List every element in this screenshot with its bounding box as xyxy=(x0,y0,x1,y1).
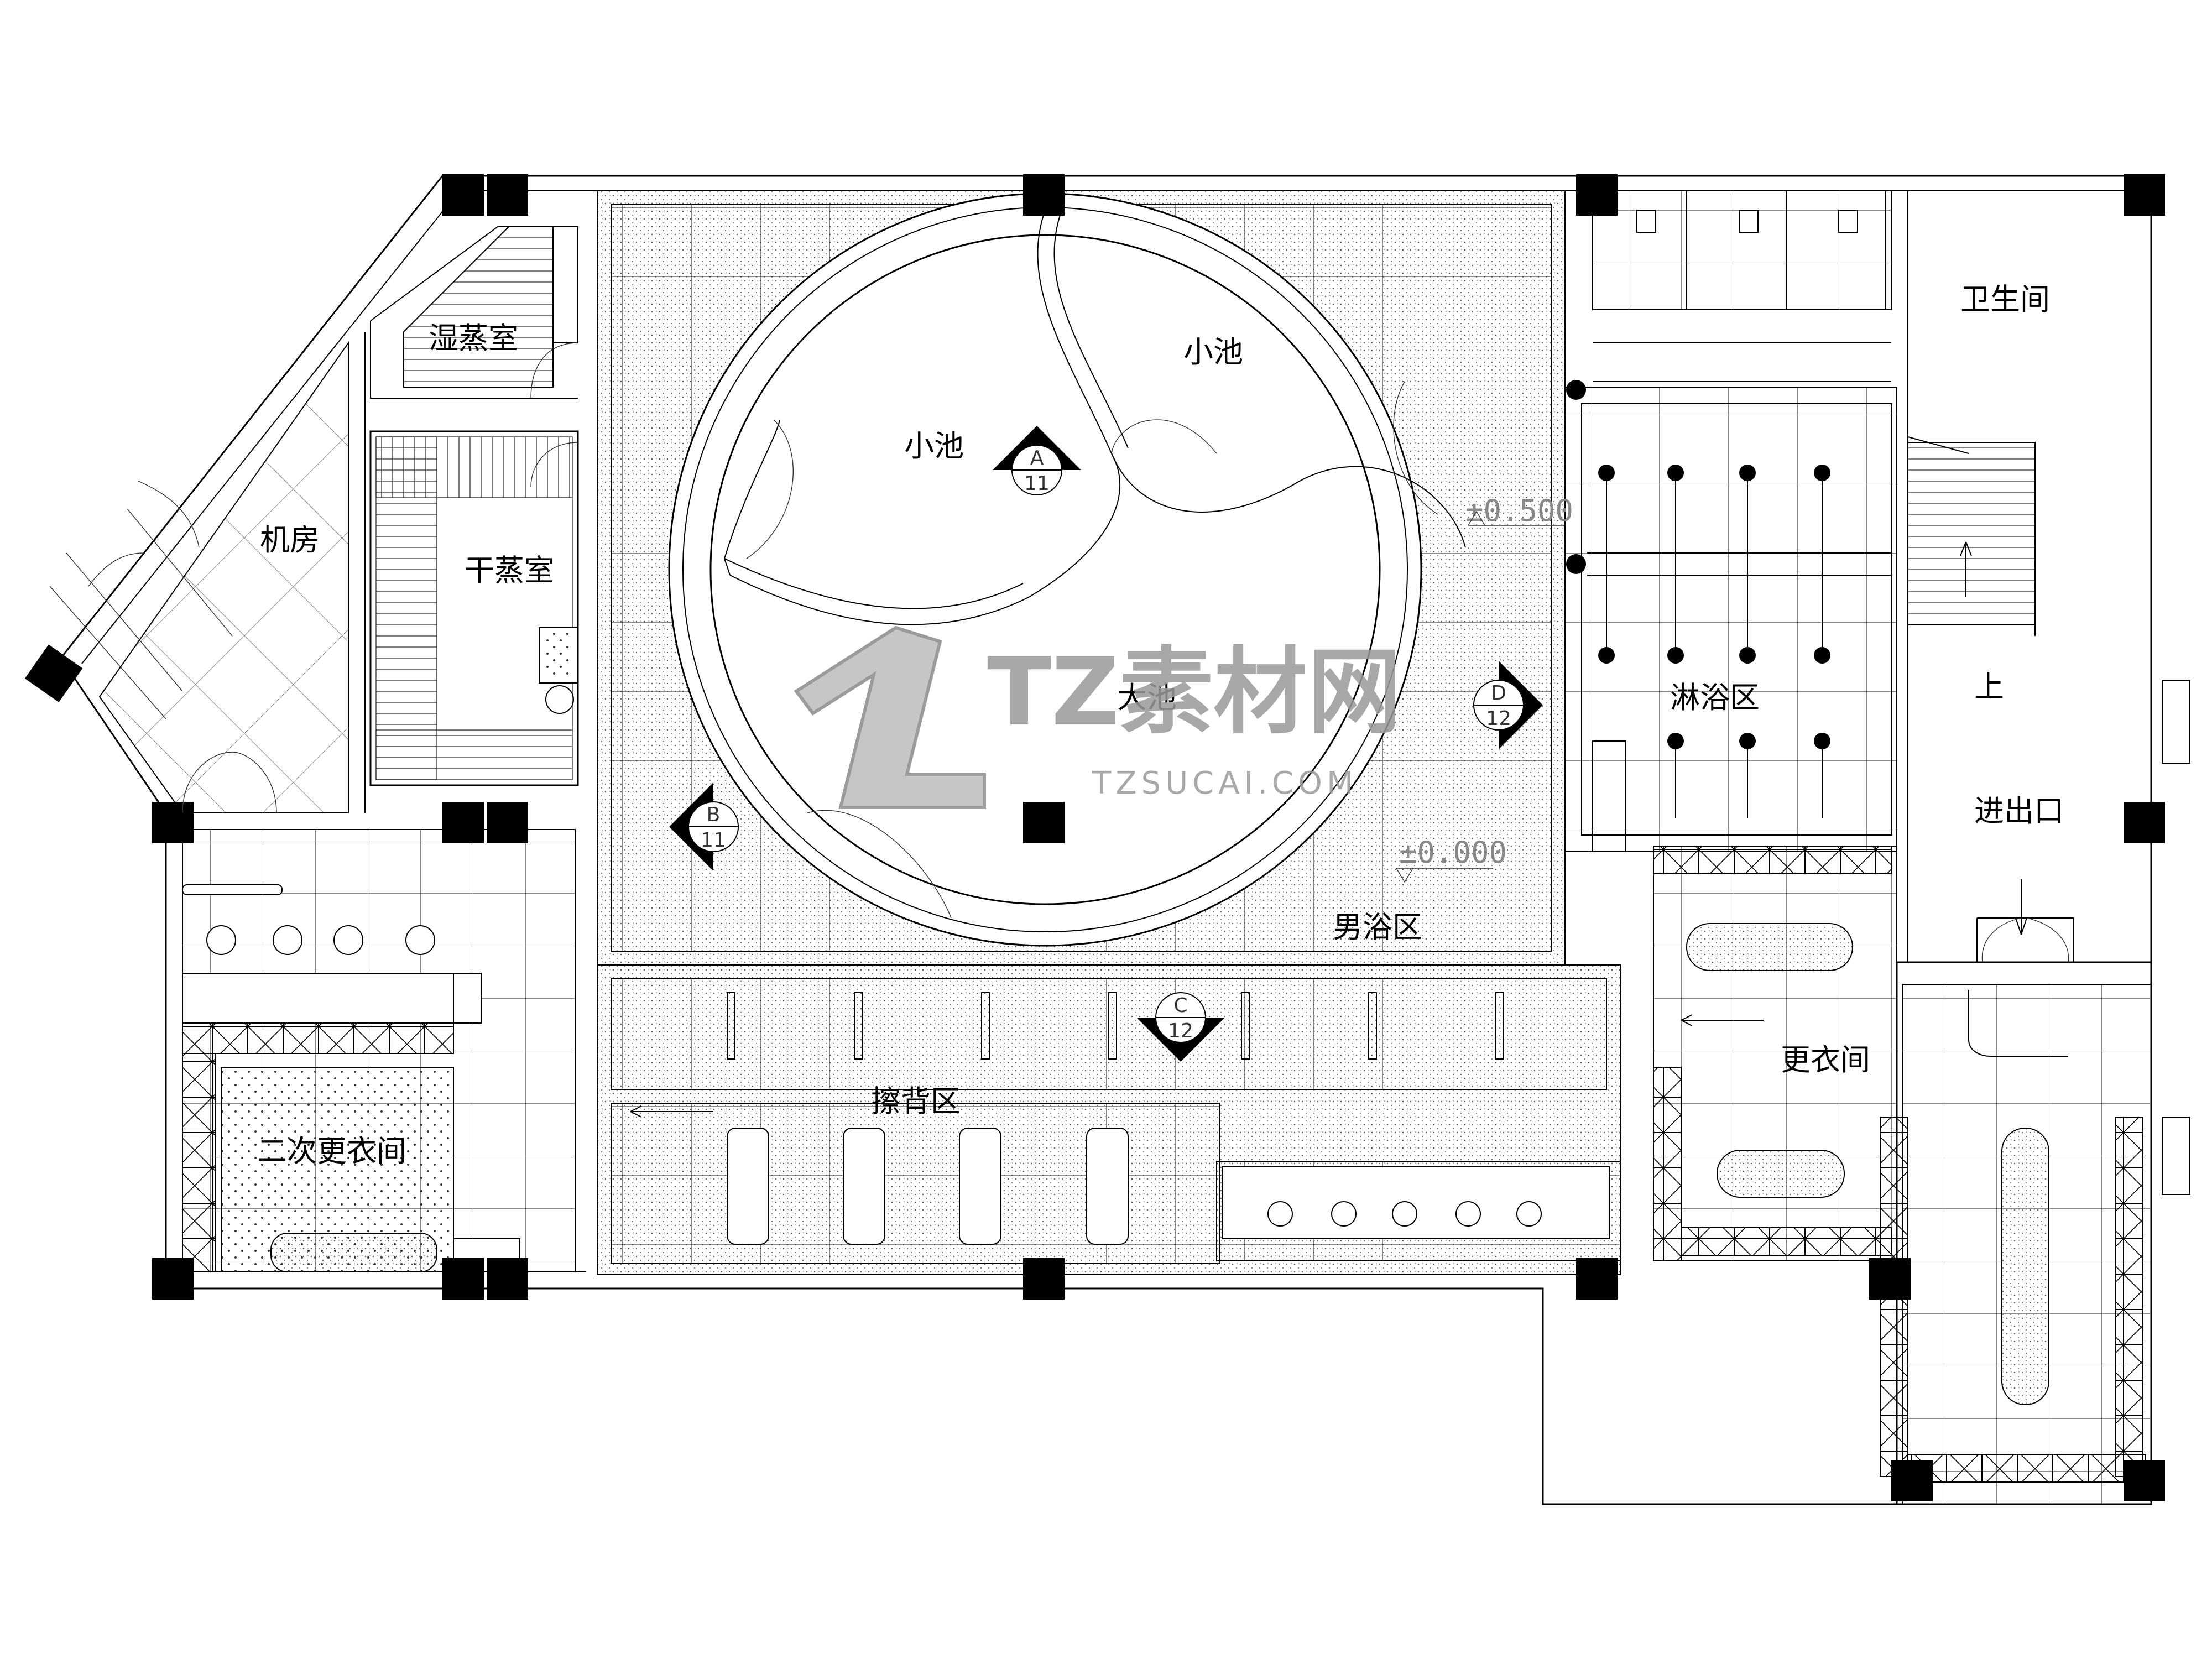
section-marker-c-letter: C xyxy=(1173,994,1187,1017)
label-changing-room: 更衣间 xyxy=(1781,1042,1870,1077)
level-upper: ±0.500 xyxy=(1465,493,1573,528)
changing-room xyxy=(1653,846,2152,1505)
label-dry-steam: 干蒸室 xyxy=(465,553,554,588)
toilet-stair xyxy=(1907,191,2190,1195)
section-marker-d-number: 12 xyxy=(1486,707,1511,730)
section-marker-b-letter: B xyxy=(707,804,721,826)
label-entrance: 进出口 xyxy=(1974,794,2064,828)
shower-heads xyxy=(1566,380,1830,818)
shower-area xyxy=(1564,380,1897,852)
section-marker-c: C 12 xyxy=(1136,992,1225,1062)
section-marker-d: D 12 xyxy=(1473,661,1543,749)
label-small-pool-2: 小池 xyxy=(904,429,964,463)
watermark-url: TZSUCAI.COM xyxy=(1092,765,1358,801)
label-second-changing: 二次更衣间 xyxy=(257,1134,406,1168)
label-small-pool-1: 小池 xyxy=(1183,335,1243,369)
section-marker-a-number: 11 xyxy=(1024,472,1050,495)
label-big-pool: 大池 xyxy=(1117,680,1177,715)
room-labels: 湿蒸室 机房 干蒸室 小池 小池 大池 男浴区 淋浴区 卫生间 上 进出口 更衣… xyxy=(257,282,2064,1168)
machine-room xyxy=(49,332,366,813)
benches xyxy=(727,992,1504,1060)
label-machine-room: 机房 xyxy=(260,523,320,557)
watermark: TZ素材网 TZSUCAI.COM xyxy=(794,625,1401,809)
massage-beds xyxy=(727,1128,1129,1245)
door-swings xyxy=(88,342,578,813)
level-lower: ±0.000 xyxy=(1399,835,1507,870)
label-wet-steam: 湿蒸室 xyxy=(429,321,518,356)
toilet-stalls xyxy=(1592,190,1892,382)
section-marker-b-number: 11 xyxy=(701,829,726,852)
label-shower-area: 淋浴区 xyxy=(1670,680,1760,715)
section-marker-a: A 11 xyxy=(993,426,1081,495)
dry-steam-room xyxy=(369,430,579,786)
back-scrub-area xyxy=(597,964,1621,1275)
section-marker-a-letter: A xyxy=(1030,447,1044,469)
watermark-logo xyxy=(794,625,986,809)
label-mens-bath: 男浴区 xyxy=(1333,910,1422,945)
label-back-scrub: 擦背区 xyxy=(871,1084,961,1119)
wet-steam-room xyxy=(370,226,578,399)
section-marker-c-number: 12 xyxy=(1168,1020,1193,1042)
section-marker-d-letter: D xyxy=(1491,682,1506,705)
label-up: 上 xyxy=(1974,669,2004,704)
watermark-brand: TZ素材网 xyxy=(987,638,1401,747)
section-marker-b: B 11 xyxy=(669,782,739,871)
label-toilet: 卫生间 xyxy=(1960,282,2050,317)
structural-columns xyxy=(24,174,2165,1501)
sinks xyxy=(1267,1201,1542,1227)
second-changing-room xyxy=(182,829,576,1272)
level-marks: ±0.500 ±0.000 xyxy=(1396,493,1573,883)
